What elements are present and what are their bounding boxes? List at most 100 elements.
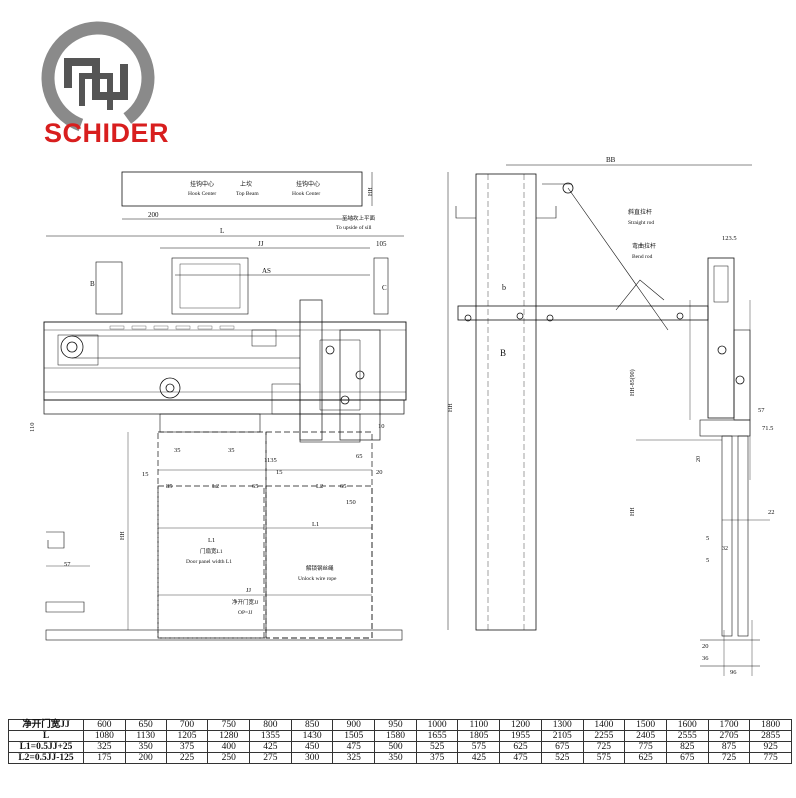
dim-96: 96: [730, 669, 737, 676]
table-cell: 1600: [665, 719, 709, 731]
table-cell: 850: [290, 719, 334, 731]
dim-35a: 35: [174, 447, 181, 454]
table-cell: 675: [540, 741, 584, 753]
table-cell: 2255: [582, 730, 626, 742]
table-cell: 1355: [249, 730, 292, 742]
sill-en: To upside of sill: [336, 224, 372, 231]
dim-65c: 65: [340, 483, 347, 490]
dim-L: L: [220, 227, 224, 235]
hook-center-cn-left: 挂钩中心: [190, 180, 214, 188]
dim-L2b: L2: [316, 483, 323, 490]
table-cell: 775: [624, 741, 667, 753]
table-cell: 1400: [582, 719, 626, 731]
dim-L1a: L1: [208, 537, 215, 544]
dim-L2a: L2: [212, 483, 219, 490]
door-operator-drawing: 挂钩中心 Hook Center 上坎 Top Beam 挂钩中心 Hook C…: [29, 156, 775, 676]
table-cell: 325: [83, 741, 126, 753]
table-cell: 900: [332, 719, 376, 731]
table-cell: 575: [457, 741, 501, 753]
bend-rod-cn: 弯曲拉杆: [632, 242, 656, 250]
table-cell: 725: [582, 741, 626, 753]
dim-22: 22: [768, 509, 775, 516]
dim-110: 110: [29, 422, 36, 432]
table-cell: 925: [749, 741, 792, 753]
table-cell: 525: [415, 741, 459, 753]
table-cell: 1200: [499, 719, 542, 731]
dim-AS: AS: [262, 267, 271, 275]
table-cell: 175: [83, 752, 126, 764]
table-cell: 375: [415, 752, 459, 764]
dim-200: 200: [148, 211, 159, 219]
table-cell: 300: [290, 752, 334, 764]
dim-hh-top: HH: [368, 187, 374, 196]
dim-15b: 15: [276, 469, 283, 476]
hook-center-en-right: Hook Center: [292, 191, 320, 197]
dim-15a: 15: [142, 471, 149, 478]
table-cell: 2555: [665, 730, 709, 742]
brand-name: SCHIDER: [44, 118, 170, 148]
row-label: L2=0.5JJ-125: [8, 752, 84, 764]
table-cell: 1580: [374, 730, 417, 742]
table-cell: 275: [249, 752, 292, 764]
row-label: L1=0.5JJ+25: [8, 741, 84, 753]
table-cell: 325: [332, 752, 376, 764]
table-cell: 750: [207, 719, 251, 731]
table-cell: 200: [124, 752, 167, 764]
table-cell: 1100: [457, 719, 501, 731]
dim-B-front: B: [90, 280, 95, 288]
table-cell: 450: [290, 741, 334, 753]
dim-85: 85: [166, 483, 173, 490]
table-cell: 725: [707, 752, 751, 764]
row-label: 净开门宽JJ: [8, 719, 84, 731]
clear-open-cn: 净开门宽JJ: [232, 598, 259, 606]
unlock-cn: 解锁钢丝绳: [306, 564, 334, 572]
dim-HH-range: HH-85(90): [629, 369, 636, 396]
dim-B-side: B: [500, 348, 506, 358]
table-cell: 775: [749, 752, 792, 764]
schider-emblem-icon: [41, 21, 155, 135]
table-cell: 1300: [540, 719, 584, 731]
dim-57-side: 57: [758, 407, 765, 414]
dim-32: 32: [722, 546, 728, 552]
table-cell: 350: [124, 741, 167, 753]
dim-HH-lower: HH: [630, 507, 636, 516]
dim-20b-side: 20: [702, 643, 709, 650]
unlock-en: Unlock wire rope: [298, 576, 337, 582]
dim-20a-side: 20: [696, 456, 702, 462]
table-cell: 700: [165, 719, 209, 731]
hook-center-en-left: Hook Center: [188, 191, 216, 197]
table-cell: 1655: [415, 730, 459, 742]
table-cell: 575: [582, 752, 626, 764]
table-cell: 475: [499, 752, 542, 764]
table-cell: 500: [374, 741, 417, 753]
dim-105: 105: [376, 240, 387, 248]
top-beam-en: Top Beam: [236, 191, 259, 197]
dim-1135: 1135: [264, 457, 277, 464]
hook-center-cn-right: 挂钩中心: [296, 180, 320, 188]
table-cell: 1800: [749, 719, 792, 731]
table-cell: 425: [249, 741, 292, 753]
table-cell: 800: [249, 719, 292, 731]
table-cell: 2855: [749, 730, 792, 742]
table-cell: 400: [207, 741, 251, 753]
table-cell: 525: [540, 752, 584, 764]
table-cell: 425: [457, 752, 501, 764]
row-label: L: [8, 730, 84, 742]
table-cell: 675: [665, 752, 709, 764]
dim-b: b: [502, 283, 506, 292]
straight-rod-cn: 斜直拉杆: [628, 208, 652, 216]
dim-JJ: JJ: [258, 240, 264, 248]
table-cell: 650: [124, 719, 167, 731]
dim-HH-side: HH: [448, 403, 454, 412]
table-cell: 1430: [290, 730, 334, 742]
dim-5a: 5: [706, 535, 709, 542]
table-cell: 1805: [457, 730, 501, 742]
dim-123-5: 123.5: [722, 235, 737, 242]
table-cell: 250: [207, 752, 251, 764]
door-panel-cn: 门扇宽L1: [200, 547, 223, 555]
table-cell: 625: [624, 752, 667, 764]
